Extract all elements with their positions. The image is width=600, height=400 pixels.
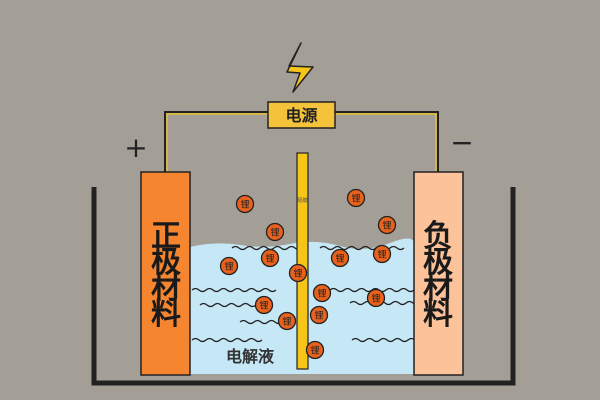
wave-line [349, 300, 421, 306]
lithium-ion: 锂 [346, 188, 366, 208]
svg-text:锂: 锂 [282, 316, 291, 328]
lithium-ion: 锂 [330, 248, 350, 268]
lithium-ion: 锂 [277, 311, 297, 331]
electrolyte-label: 电解液 [226, 347, 275, 366]
wire-positive [164, 111, 268, 172]
lithium-ion: 锂 [235, 194, 255, 214]
lithium-ion: 锂 [254, 295, 274, 315]
svg-text:锂: 锂 [224, 261, 233, 273]
lithium-ion: 锂 [377, 215, 397, 235]
svg-text:锂: 锂 [317, 288, 326, 300]
svg-text:锂: 锂 [265, 253, 274, 265]
lithium-ion: 锂 [265, 222, 285, 242]
lithium-ion: 锂 [288, 263, 308, 283]
svg-text:锂: 锂 [382, 220, 391, 232]
svg-text:负: 负 [423, 219, 453, 254]
svg-text:锂: 锂 [351, 193, 360, 205]
svg-text:极: 极 [423, 245, 453, 280]
svg-text:锂: 锂 [293, 268, 302, 280]
power-source-label: 电源 [285, 106, 317, 125]
lithium-ion: 锂 [366, 288, 386, 308]
svg-text:锂: 锂 [371, 293, 380, 305]
wave-line [191, 287, 277, 293]
power-source: 电源 [267, 101, 336, 129]
svg-text:材: 材 [423, 271, 453, 306]
wave-line [191, 337, 263, 343]
svg-text:料: 料 [151, 297, 181, 332]
svg-text:极: 极 [151, 245, 181, 280]
lithium-ion: 锂 [312, 283, 332, 303]
svg-text:锂: 锂 [259, 300, 268, 312]
svg-text:锂: 锂 [240, 199, 249, 211]
wave-line [319, 245, 405, 251]
lithium-ion: 锂 [219, 256, 239, 276]
negative-terminal-sign: − [450, 126, 473, 159]
wire-negative [335, 111, 439, 172]
wave-line [231, 245, 303, 251]
container [91, 187, 516, 386]
separator-label: 隔膜 [297, 197, 307, 204]
svg-text:锂: 锂 [314, 310, 323, 322]
lithium-ion: 锂 [260, 248, 280, 268]
positive-electrode: 正 极 材 料 [140, 171, 191, 376]
lightning-bolt-icon [286, 42, 314, 93]
svg-text:正: 正 [151, 219, 181, 254]
negative-electrode: 负 极 材 料 [413, 171, 464, 376]
svg-text:锂: 锂 [335, 253, 344, 265]
wave-line [351, 337, 423, 343]
lithium-ion: 锂 [372, 244, 392, 264]
positive-terminal-sign: + [124, 131, 147, 164]
lithium-ion: 锂 [305, 340, 325, 360]
separator: 隔膜 [296, 152, 309, 370]
svg-text:材: 材 [151, 271, 181, 306]
svg-text:锂: 锂 [377, 249, 386, 261]
svg-text:料: 料 [423, 297, 453, 332]
svg-text:锂: 锂 [310, 345, 319, 357]
lithium-ion: 锂 [309, 305, 329, 325]
svg-text:锂: 锂 [270, 227, 279, 239]
